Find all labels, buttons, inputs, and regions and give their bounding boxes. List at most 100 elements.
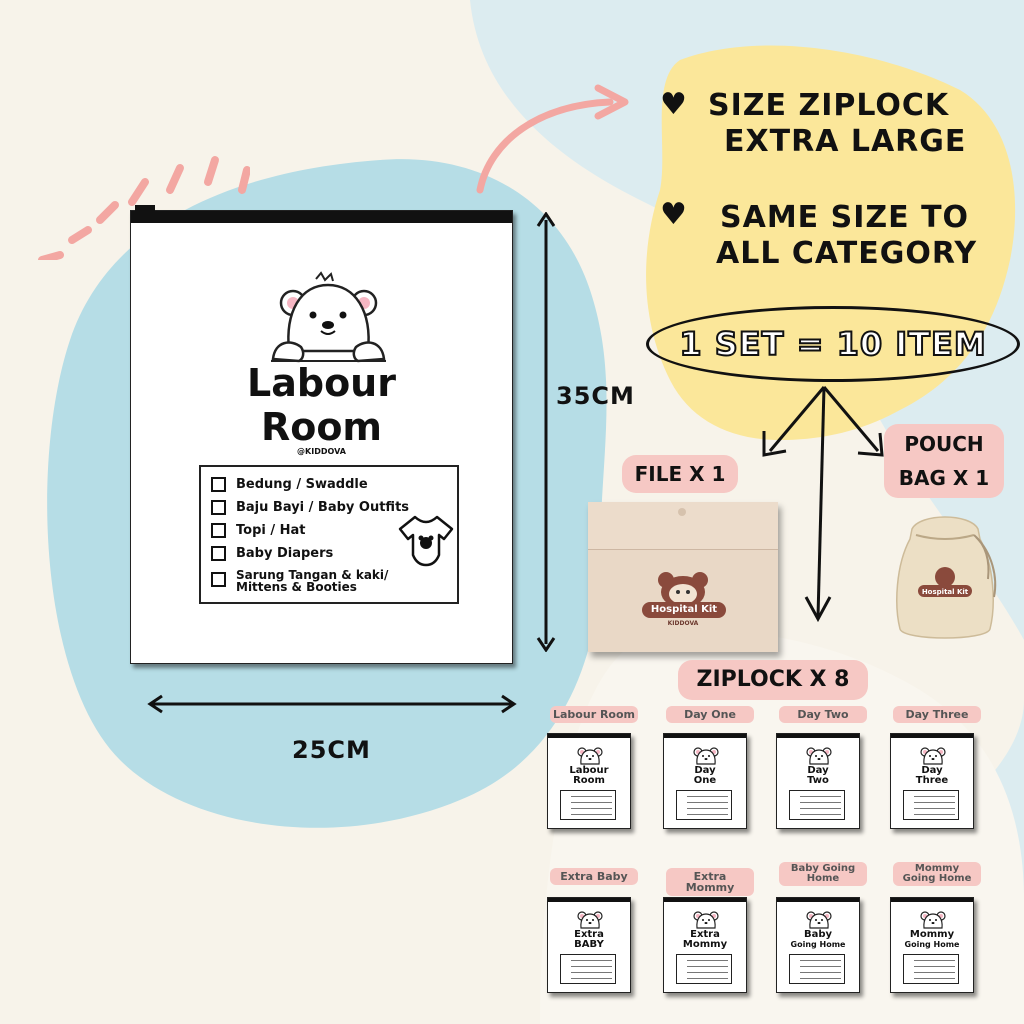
mini-title-1: Day [807, 765, 829, 776]
mini-title-2: BABY [574, 939, 604, 950]
checklist-item: Topi / Hat [211, 523, 457, 546]
ziplock-tag: Labour Room [550, 706, 638, 723]
mini-checklist [789, 790, 845, 820]
zip-strip [131, 211, 512, 223]
checkbox[interactable] [211, 572, 226, 587]
zip-tab [135, 205, 155, 223]
bear-icon [693, 747, 719, 765]
zip-strip [777, 898, 859, 902]
kit-logo: Hospital Kit [642, 602, 726, 618]
ziplock-tag: Day One [666, 706, 754, 723]
baby-onesie-icon [398, 515, 454, 567]
pouch-label-line1: POUCH [904, 432, 984, 456]
ziplock-label: ZIPLOCK X 8 [678, 660, 868, 700]
mini-title-1: Extra [574, 929, 604, 940]
checkbox[interactable] [211, 477, 226, 492]
feature-category-line1: SAME SIZE TO [720, 200, 970, 235]
feature-size-line1: SIZE ZIPLOCK [708, 88, 950, 123]
zip-strip [664, 734, 746, 738]
feature-size: ♥ SIZE ZIPLOCK EXTRA LARGE [660, 88, 990, 160]
mini-title-1: Labour [569, 765, 609, 776]
pouch-bag-icon: Hospital Kit [896, 516, 997, 639]
kit-logo-sub: KIDDOVA [667, 620, 699, 627]
curved-arrow-icon [476, 84, 629, 194]
sparkle-icon [38, 156, 250, 260]
ziplock-tag: Day Two [779, 706, 867, 723]
set-label: 1 SET = 10 ITEM [678, 324, 987, 364]
kit-bear-icon [658, 572, 708, 608]
bag-title-line2: Room [260, 405, 383, 449]
heart-icon: ♥ [660, 197, 687, 232]
file-button [678, 508, 686, 516]
ziplock-tag: Extra Mommy [666, 868, 754, 896]
mini-title-1: Extra [690, 929, 720, 940]
checkbox[interactable] [211, 546, 226, 561]
mini-title-2: Room [573, 775, 605, 786]
mini-checklist [903, 790, 959, 820]
mini-checklist [789, 954, 845, 984]
height-arrow-icon [536, 212, 556, 652]
ziplock-tag: Baby Going Home [779, 862, 867, 886]
zip-strip [891, 734, 973, 738]
checkbox[interactable] [211, 500, 226, 515]
bear-icon [806, 911, 832, 929]
pouch-label-line2: BAG X 1 [898, 466, 990, 490]
feature-size-line2: EXTRA LARGE [724, 124, 967, 159]
width-label: 25CM [292, 736, 371, 764]
checklist-item: Bedung / Swaddle [211, 477, 457, 500]
zip-strip [664, 898, 746, 902]
file-label: FILE X 1 [622, 455, 738, 493]
zip-strip [548, 898, 630, 902]
ziplock-tag: Day Three [893, 706, 981, 723]
checklist-box: Bedung / Swaddle Baju Bayi / Baby Outfit… [199, 465, 459, 604]
mini-checklist [676, 790, 732, 820]
mini-title-2: Going Home [790, 940, 846, 949]
mini-title-1: Baby [803, 929, 833, 940]
mini-title-2: Three [915, 775, 949, 786]
checklist-item: Baju Bayi / Baby Outfits [211, 500, 457, 523]
bear-icon [693, 911, 719, 929]
pouch-label: POUCH BAG X 1 [884, 424, 1004, 498]
bear-icon [920, 911, 946, 929]
branch-arrows-icon [762, 386, 884, 623]
set-oval: 1 SET = 10 ITEM [646, 306, 1020, 382]
width-arrow-icon [147, 694, 517, 714]
mini-checklist [560, 790, 616, 820]
bag-title-line1: Labour [247, 361, 396, 405]
bag-brand: @KIDDOVA [297, 447, 346, 456]
bear-icon [806, 747, 832, 765]
bear-icon [920, 747, 946, 765]
mini-title-2: Mommy [682, 939, 728, 950]
mini-checklist [560, 954, 616, 984]
ziplock-tag: Extra Baby [550, 868, 638, 885]
main-ziplock-bag: Labour Room @KIDDOVA Bedung / Swaddle Ba… [130, 205, 513, 664]
bear-icon [577, 911, 603, 929]
ziplock-tag: Mommy Going Home [893, 862, 981, 886]
checkbox[interactable] [211, 523, 226, 538]
mini-title-1: Day [694, 765, 716, 776]
mini-title-1: Day [921, 765, 943, 776]
checklist-item: Baby Diapers [211, 546, 457, 569]
bear-icon [577, 747, 603, 765]
feature-category: ♥ SAME SIZE TO ALL CATEGORY [660, 197, 1000, 272]
mini-title-2: One [693, 775, 717, 786]
hospital-kit-file: Hospital Kit KIDDOVA [588, 502, 778, 652]
mini-checklist [903, 954, 959, 984]
zip-strip [891, 898, 973, 902]
bear-icon [271, 271, 386, 363]
height-label: 35CM [556, 382, 635, 410]
mini-title-2: Two [807, 775, 829, 786]
mini-checklist [676, 954, 732, 984]
checklist-item: Sarung Tangan & kaki/Mittens & Booties [211, 569, 457, 593]
feature-category-line2: ALL CATEGORY [716, 236, 978, 271]
bag-title: Labour Room @KIDDOVA [131, 361, 512, 456]
pouch-logo-text: Hospital Kit [922, 588, 969, 596]
mini-title-2: Going Home [904, 940, 960, 949]
